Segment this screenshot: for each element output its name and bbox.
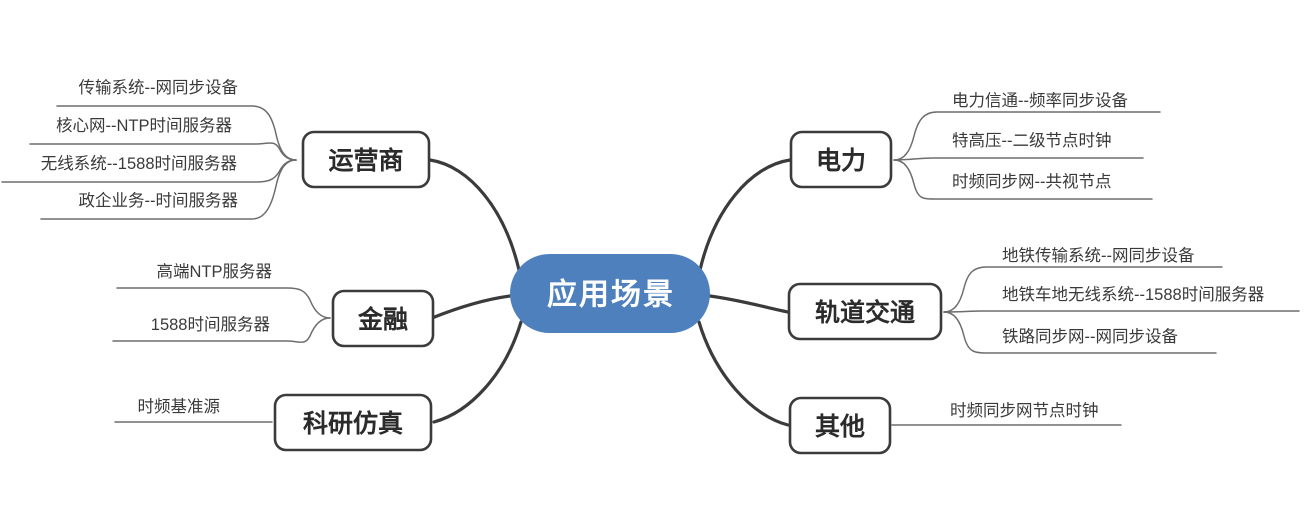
topic-label-research: 科研仿真 bbox=[303, 410, 403, 438]
leaf-label-operator-3: 政企业务--时间服务器 bbox=[79, 191, 239, 210]
leaf-connector-rail-0 bbox=[943, 266, 1223, 313]
topic-node-finance[interactable] bbox=[331, 289, 435, 348]
topic-label-rail: 轨道交通 bbox=[815, 298, 915, 327]
leaf-connector-operator-3 bbox=[40, 159, 297, 220]
leaf-label-operator-0: 传输系统--网同步设备 bbox=[79, 78, 239, 97]
leaf-connector-finance-0 bbox=[116, 287, 331, 319]
leaf-label-finance-0: 高端NTP服务器 bbox=[157, 262, 273, 281]
branch-group-other: 时频同步网节点时钟 其他 bbox=[788, 396, 1122, 455]
leaf-label-research-0: 时频基准源 bbox=[138, 397, 221, 416]
topic-node-rail[interactable] bbox=[787, 282, 943, 341]
leaf-label-power-1: 特高压--二级节点时钟 bbox=[952, 131, 1112, 150]
connector-center-to-power bbox=[698, 158, 792, 272]
leaf-label-rail-1: 地铁车地无线系统--1588时间服务器 bbox=[1002, 285, 1265, 304]
topic-node-research[interactable] bbox=[273, 393, 433, 452]
branch-group-rail: 地铁传输系统--网同步设备 地铁车地无线系统--1588时间服务器 铁路同步网-… bbox=[787, 246, 1300, 354]
leaf-connector-operator-1 bbox=[29, 142, 297, 161]
leaf-connector-power-0 bbox=[893, 111, 1161, 161]
leaf-connector-power-1 bbox=[893, 157, 1144, 161]
connector-center-to-finance bbox=[430, 294, 512, 320]
branch-group-finance: 高端NTP服务器 1588时间服务器 金融 bbox=[112, 262, 435, 348]
topic-label-finance: 金融 bbox=[357, 305, 408, 334]
leaf-label-power-2: 时频同步网--共视节点 bbox=[952, 172, 1112, 191]
leaf-connector-finance-1 bbox=[112, 317, 331, 343]
leaf-label-rail-0: 地铁传输系统--网同步设备 bbox=[1002, 246, 1195, 265]
topic-node-operator[interactable] bbox=[301, 130, 431, 189]
center-node-label: 应用场景 bbox=[547, 278, 675, 312]
leaf-label-operator-2: 无线系统--1588时间服务器 bbox=[41, 154, 238, 173]
leaf-label-power-0: 电力信通--频率同步设备 bbox=[952, 91, 1128, 110]
leaf-label-finance-1: 1588时间服务器 bbox=[151, 315, 271, 334]
topic-label-operator: 运营商 bbox=[328, 146, 403, 175]
topic-node-other[interactable] bbox=[788, 396, 892, 455]
leaf-label-rail-2: 铁路同步网--网同步设备 bbox=[1002, 327, 1178, 346]
connector-center-to-rail bbox=[708, 294, 790, 314]
center-node[interactable] bbox=[510, 254, 710, 333]
leaf-connector-rail-1 bbox=[943, 310, 1300, 313]
leaf-connector-rail-2 bbox=[943, 311, 1217, 354]
branch-group-power: 电力信通--频率同步设备 特高压--二级节点时钟 时频同步网--共视节点 电力 bbox=[789, 91, 1161, 200]
connector-center-to-research bbox=[432, 320, 523, 424]
connector-center-to-operator bbox=[428, 158, 521, 272]
center-node-group[interactable]: 应用场景 bbox=[510, 254, 710, 333]
branch-group-research: 时频基准源 科研仿真 bbox=[114, 393, 433, 452]
leaf-label-operator-1: 核心网--NTP时间服务器 bbox=[56, 116, 232, 135]
branch-group-operator: 传输系统--网同步设备 核心网--NTP时间服务器 无线系统--1588时间服务… bbox=[1, 78, 431, 220]
topic-label-other: 其他 bbox=[815, 412, 865, 441]
branch-connectors bbox=[428, 158, 792, 427]
topic-node-power[interactable] bbox=[789, 130, 893, 189]
leaf-label-other-0: 时频同步网节点时钟 bbox=[950, 401, 1099, 420]
connector-center-to-other bbox=[697, 320, 790, 427]
leaf-connector-power-2 bbox=[893, 159, 1153, 200]
topic-label-power: 电力 bbox=[816, 147, 866, 175]
